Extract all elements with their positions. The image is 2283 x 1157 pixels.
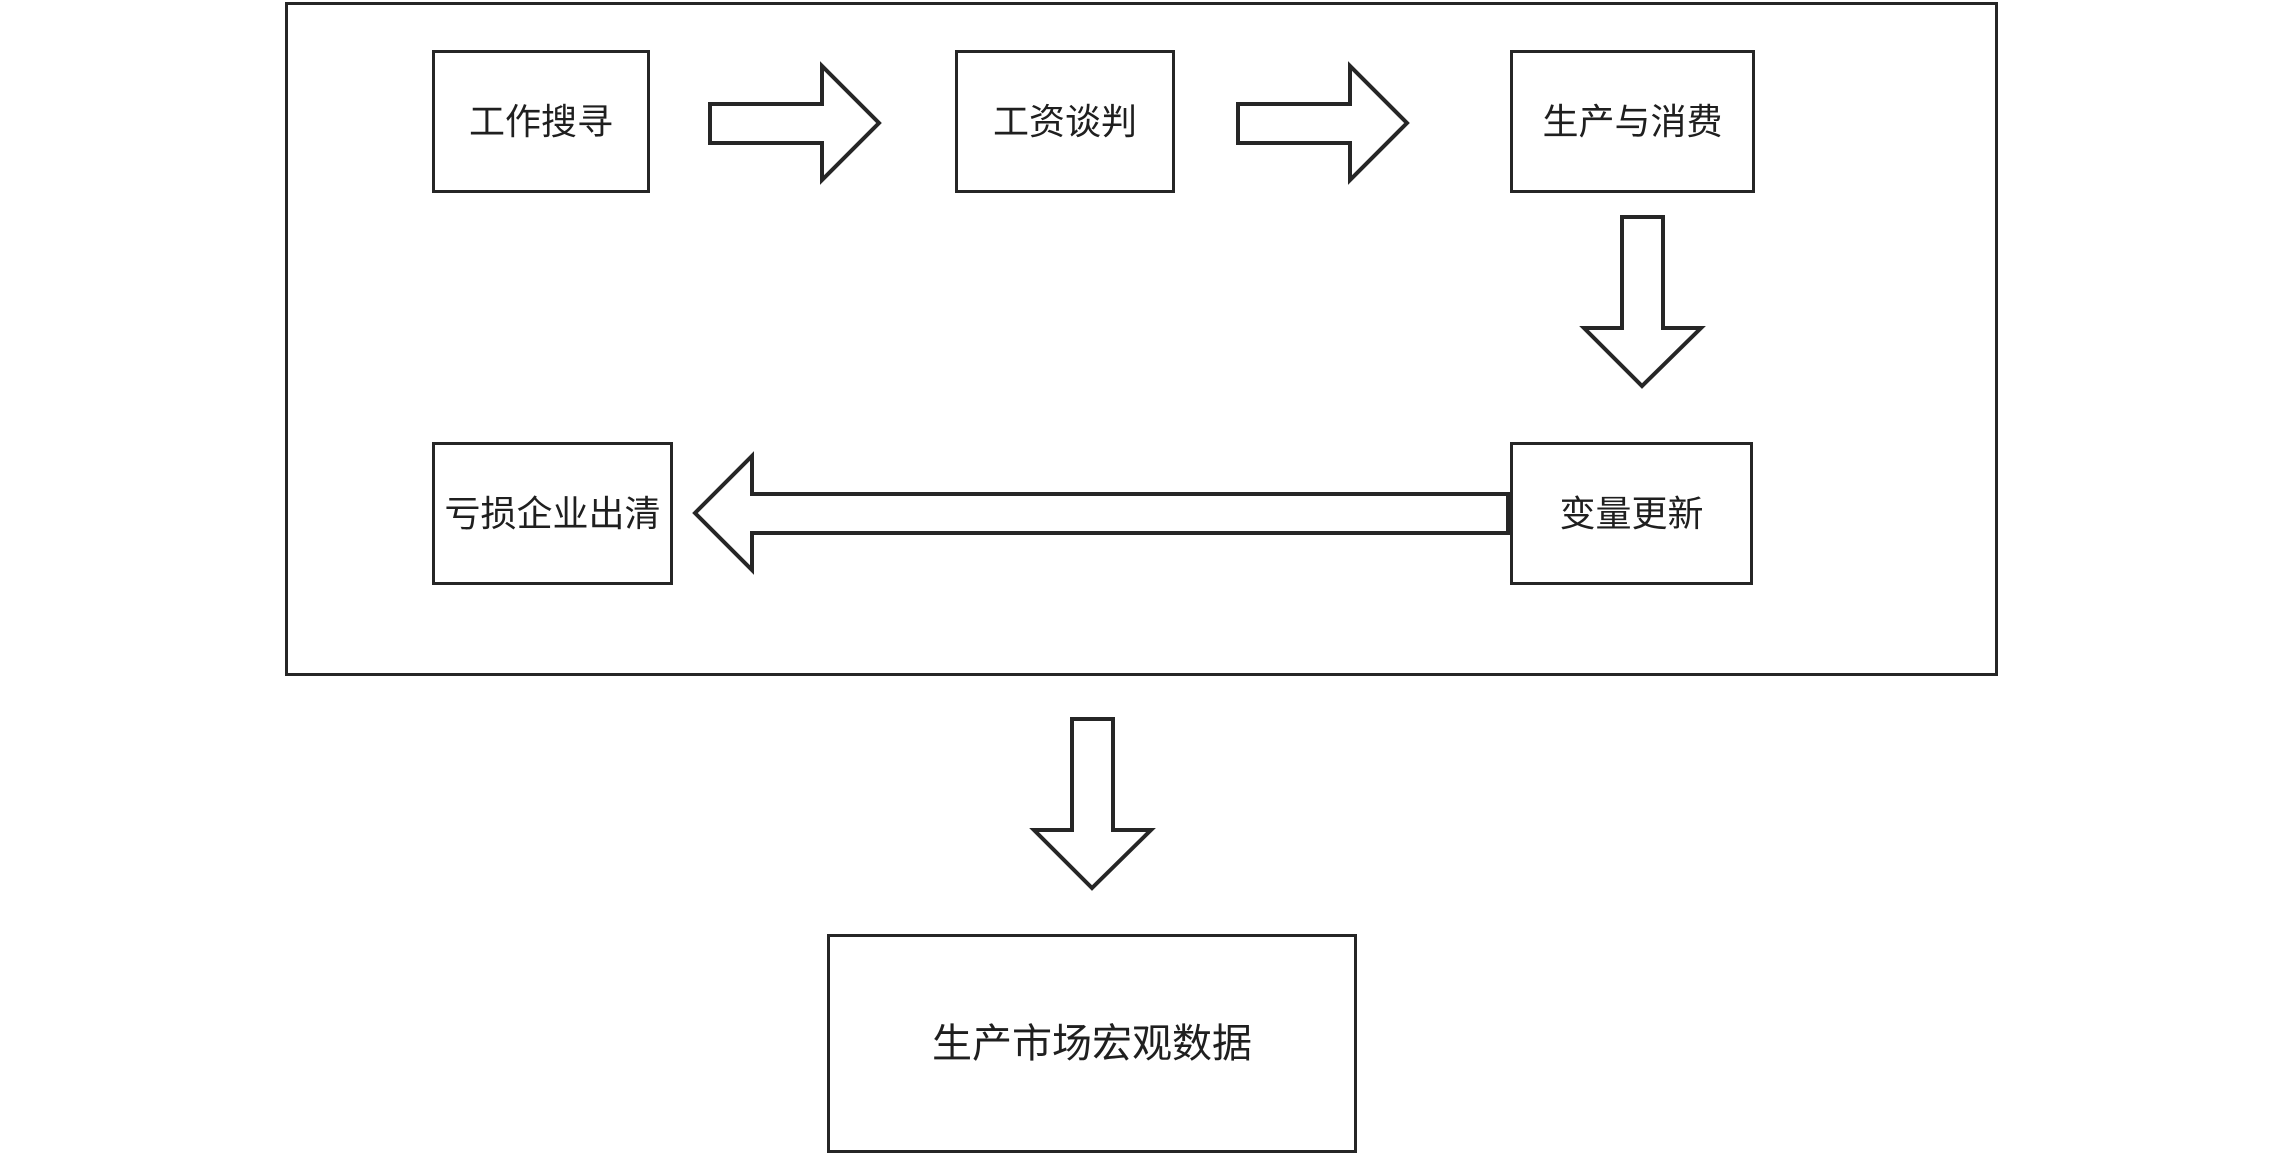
- node-variable-update-label: 变量更新: [1559, 493, 1704, 534]
- simulation-loop-container: [285, 2, 1998, 676]
- arrow-variable-update-to-loss-firm-exit: [692, 451, 1510, 575]
- node-production-market-macro-data-label: 生产市场宏观数据: [932, 1020, 1252, 1066]
- node-production-and-consumption-label: 生产与消费: [1542, 101, 1723, 142]
- node-production-market-macro-data: 生产市场宏观数据: [827, 934, 1357, 1153]
- arrow-wage-negotiation-to-production: [1236, 61, 1410, 185]
- node-production-and-consumption: 生产与消费: [1510, 50, 1755, 193]
- arrow-job-search-to-wage-negotiation: [708, 61, 882, 185]
- arrow-loop-to-macro-data: [1029, 717, 1156, 891]
- node-job-search: 工作搜寻: [432, 50, 650, 193]
- node-wage-negotiation-label: 工资谈判: [992, 101, 1137, 142]
- node-wage-negotiation: 工资谈判: [955, 50, 1175, 193]
- node-job-search-label: 工作搜寻: [468, 101, 613, 142]
- node-loss-firm-exit: 亏损企业出清: [432, 442, 673, 585]
- node-variable-update: 变量更新: [1510, 442, 1753, 585]
- node-loss-firm-exit-label: 亏损企业出清: [444, 493, 661, 534]
- arrow-production-to-variable-update: [1579, 215, 1706, 389]
